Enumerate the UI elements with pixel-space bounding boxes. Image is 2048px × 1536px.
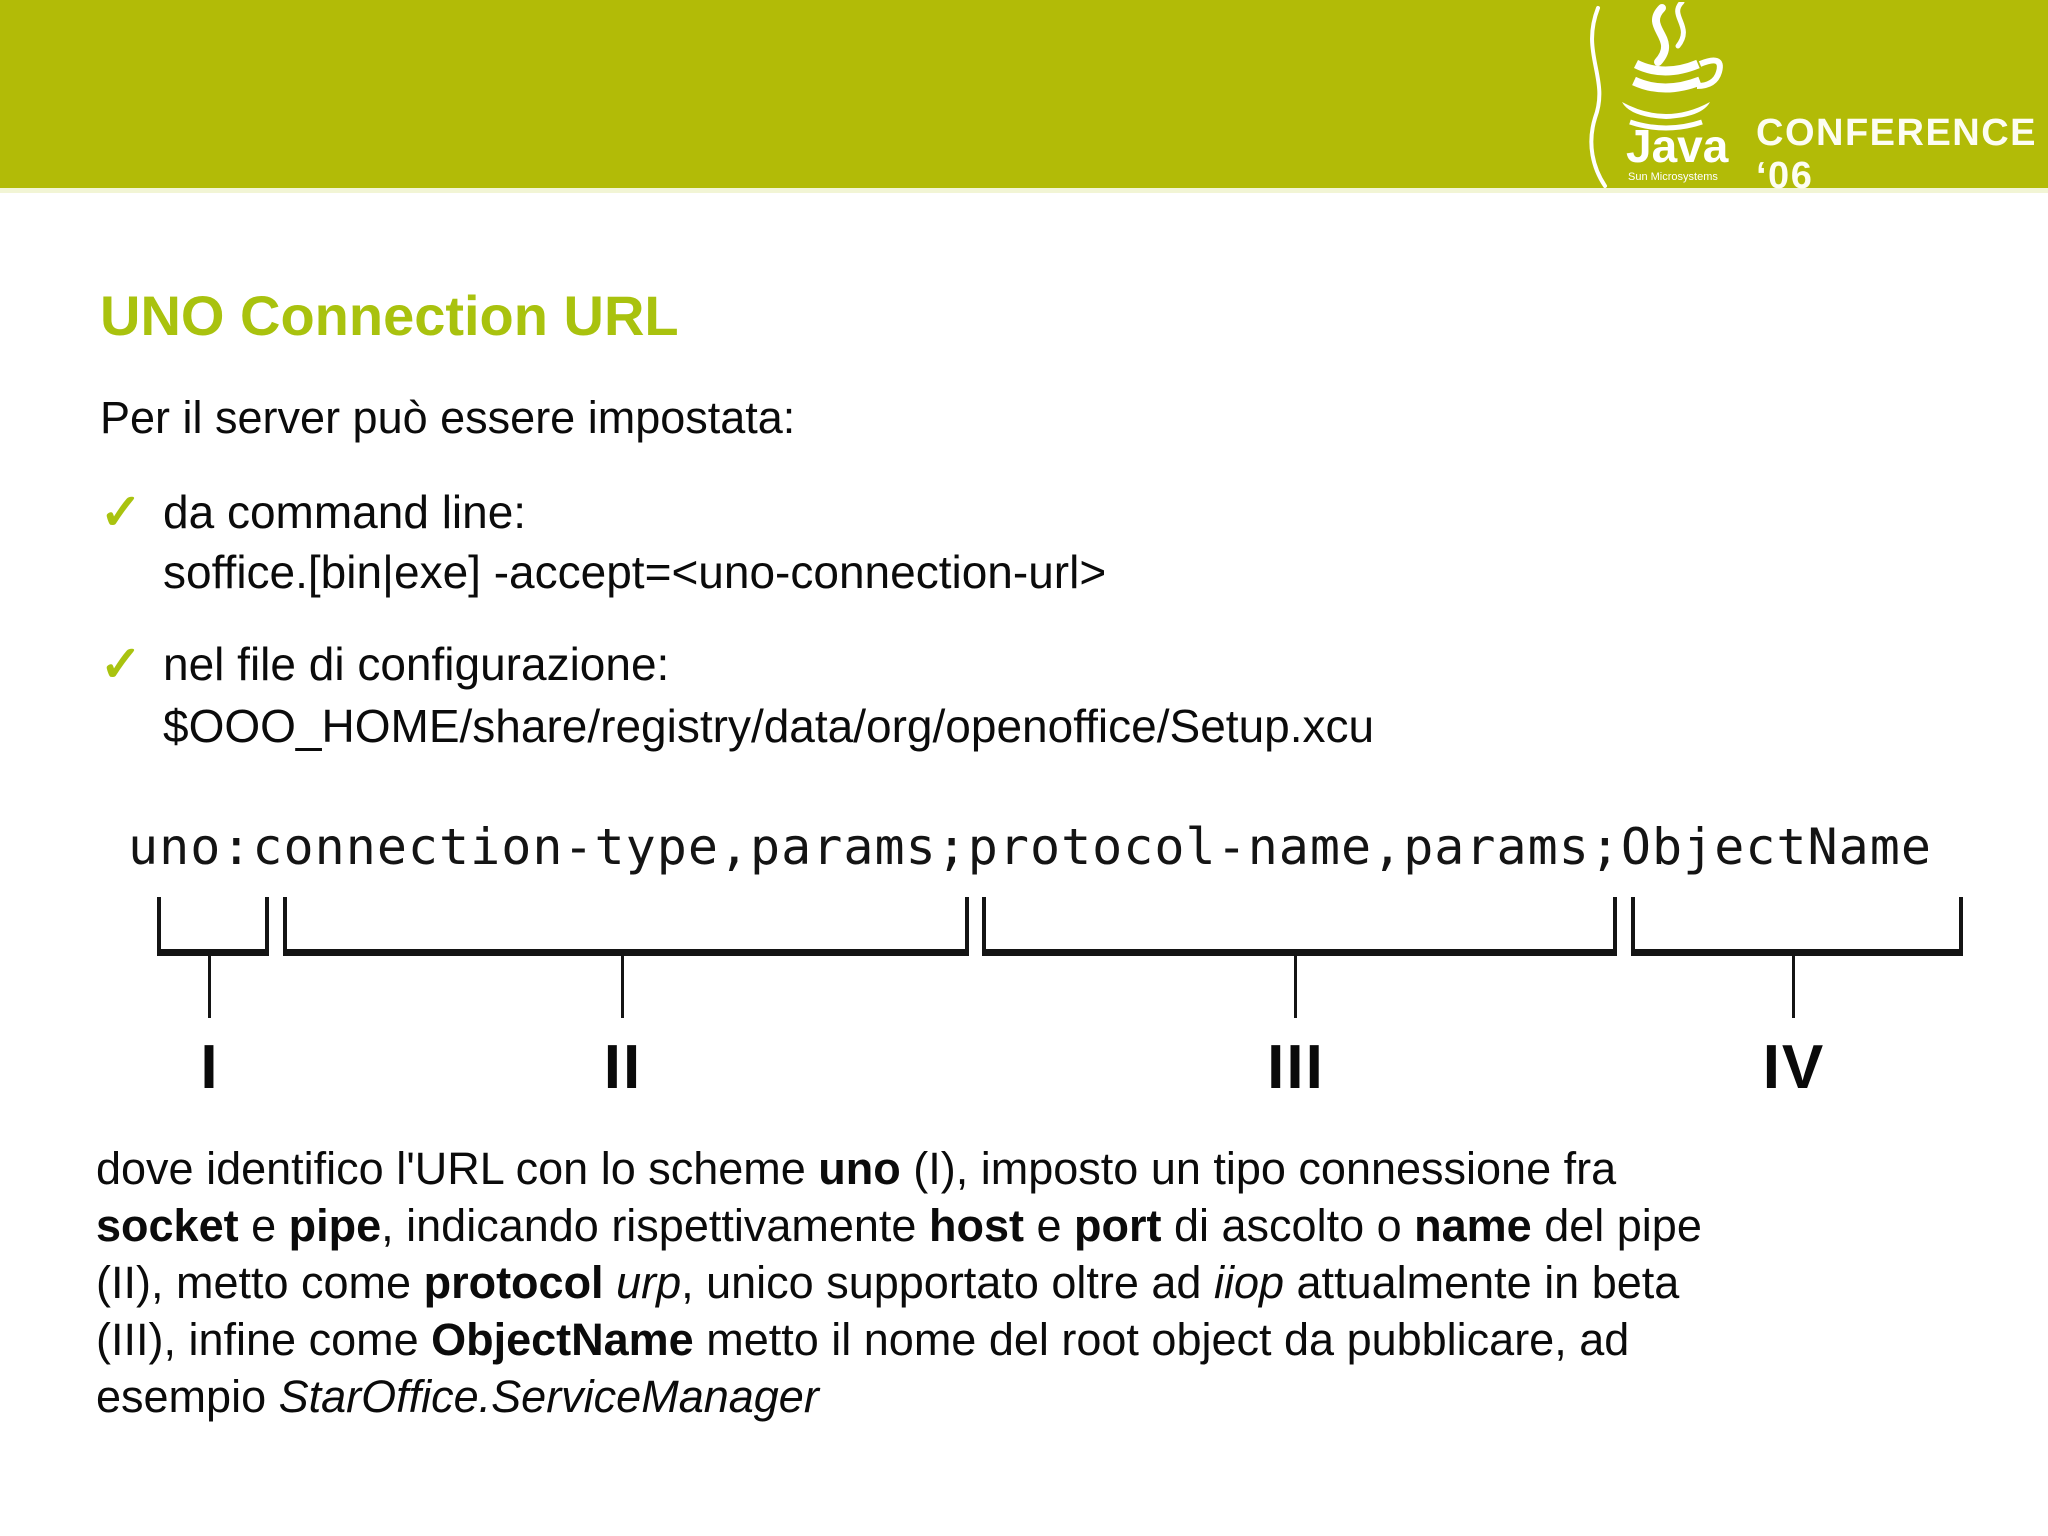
text-run: protocol — [423, 1257, 604, 1308]
text-run: attualmente in beta — [1284, 1257, 1680, 1308]
bracket-protocol — [982, 897, 1617, 956]
bracket-object-name — [1631, 897, 1963, 956]
text-run: e — [238, 1200, 289, 1251]
text-run: esempio — [96, 1371, 279, 1422]
text-run: (III), infine come — [96, 1314, 432, 1365]
bullet-command-line-detail: soffice.[bin|exe] -accept=<uno-connectio… — [163, 546, 1107, 598]
text-run: , indicando rispettivamente — [381, 1200, 929, 1251]
page-title: UNO Connection URL — [100, 284, 679, 347]
paragraph-line: socket e pipe, indicando rispettivamente… — [96, 1197, 1986, 1254]
text-run: iiop — [1213, 1257, 1285, 1308]
bullet-config-file-detail: $OOO_HOME/share/registry/data/org/openof… — [163, 700, 1375, 752]
java-logo-wordmark: Java — [1626, 120, 1729, 172]
text-run: metto il nome del root object da pubblic… — [693, 1314, 1630, 1365]
bullet-command-line-label: da command line: — [163, 486, 527, 538]
intro-text: Per il server può essere impostata: — [100, 392, 796, 443]
url-structure-diagram: I II III IV — [0, 890, 2048, 1140]
text-run: port — [1074, 1200, 1162, 1251]
paragraph-line: (II), metto come protocol urp, unico sup… — [96, 1254, 1986, 1311]
java-logo-icon: Java Sun Microsystems — [1589, 2, 1729, 188]
text-run: (I), imposto un tipo connessione fra — [900, 1143, 1617, 1194]
paragraph-line: dove identifico l'URL con lo scheme uno … — [96, 1140, 1986, 1197]
bracket-tick — [208, 956, 211, 1018]
diagram-label-ii: II — [603, 1033, 643, 1102]
bracket-tick — [1294, 956, 1297, 1018]
explanation-paragraph: dove identifico l'URL con lo scheme uno … — [96, 1140, 1986, 1425]
paragraph-line: esempio StarOffice.ServiceManager — [96, 1368, 1986, 1425]
bracket-connection-type — [283, 897, 969, 956]
diagram-label-i: I — [200, 1033, 220, 1102]
text-run: uno — [818, 1143, 901, 1194]
diagram-label-iii: III — [1267, 1033, 1325, 1102]
text-run: del pipe — [1531, 1200, 1702, 1251]
text-run: host — [928, 1200, 1024, 1251]
text-run: name — [1414, 1200, 1532, 1251]
bracket-scheme — [157, 897, 269, 956]
checkmark-icon: ✓ — [100, 484, 142, 540]
text-run: socket — [96, 1200, 239, 1251]
text-run: dove identifico l'URL con lo scheme — [96, 1143, 819, 1194]
paragraph-line: (III), infine come ObjectName metto il n… — [96, 1311, 1986, 1368]
diagram-label-iv: IV — [1762, 1033, 1826, 1102]
text-run: urp — [616, 1257, 682, 1308]
sun-microsystems-label: Sun Microsystems — [1628, 171, 1718, 183]
bracket-tick — [621, 956, 624, 1018]
text-run: e — [1023, 1200, 1075, 1251]
text-run: , unico supportato oltre ad — [681, 1257, 1214, 1308]
checkmark-icon: ✓ — [100, 636, 142, 692]
text-run: pipe — [288, 1200, 382, 1251]
header-band: Java Sun Microsystems CONFERENCE ‘06 — [0, 0, 2048, 197]
conference-title: CONFERENCE ‘06 — [1756, 112, 2038, 197]
text-run: ObjectName — [431, 1314, 694, 1365]
text-run: StarOffice.ServiceManager — [278, 1371, 819, 1422]
text-run: di ascolto o — [1161, 1200, 1415, 1251]
connection-url-syntax: uno:connection-type,params;protocol-name… — [128, 818, 1932, 876]
text-run: (II), metto come — [96, 1257, 424, 1308]
bracket-tick — [1792, 956, 1795, 1018]
text-run — [604, 1257, 617, 1308]
bullet-config-file-label: nel file di configurazione: — [163, 638, 670, 690]
